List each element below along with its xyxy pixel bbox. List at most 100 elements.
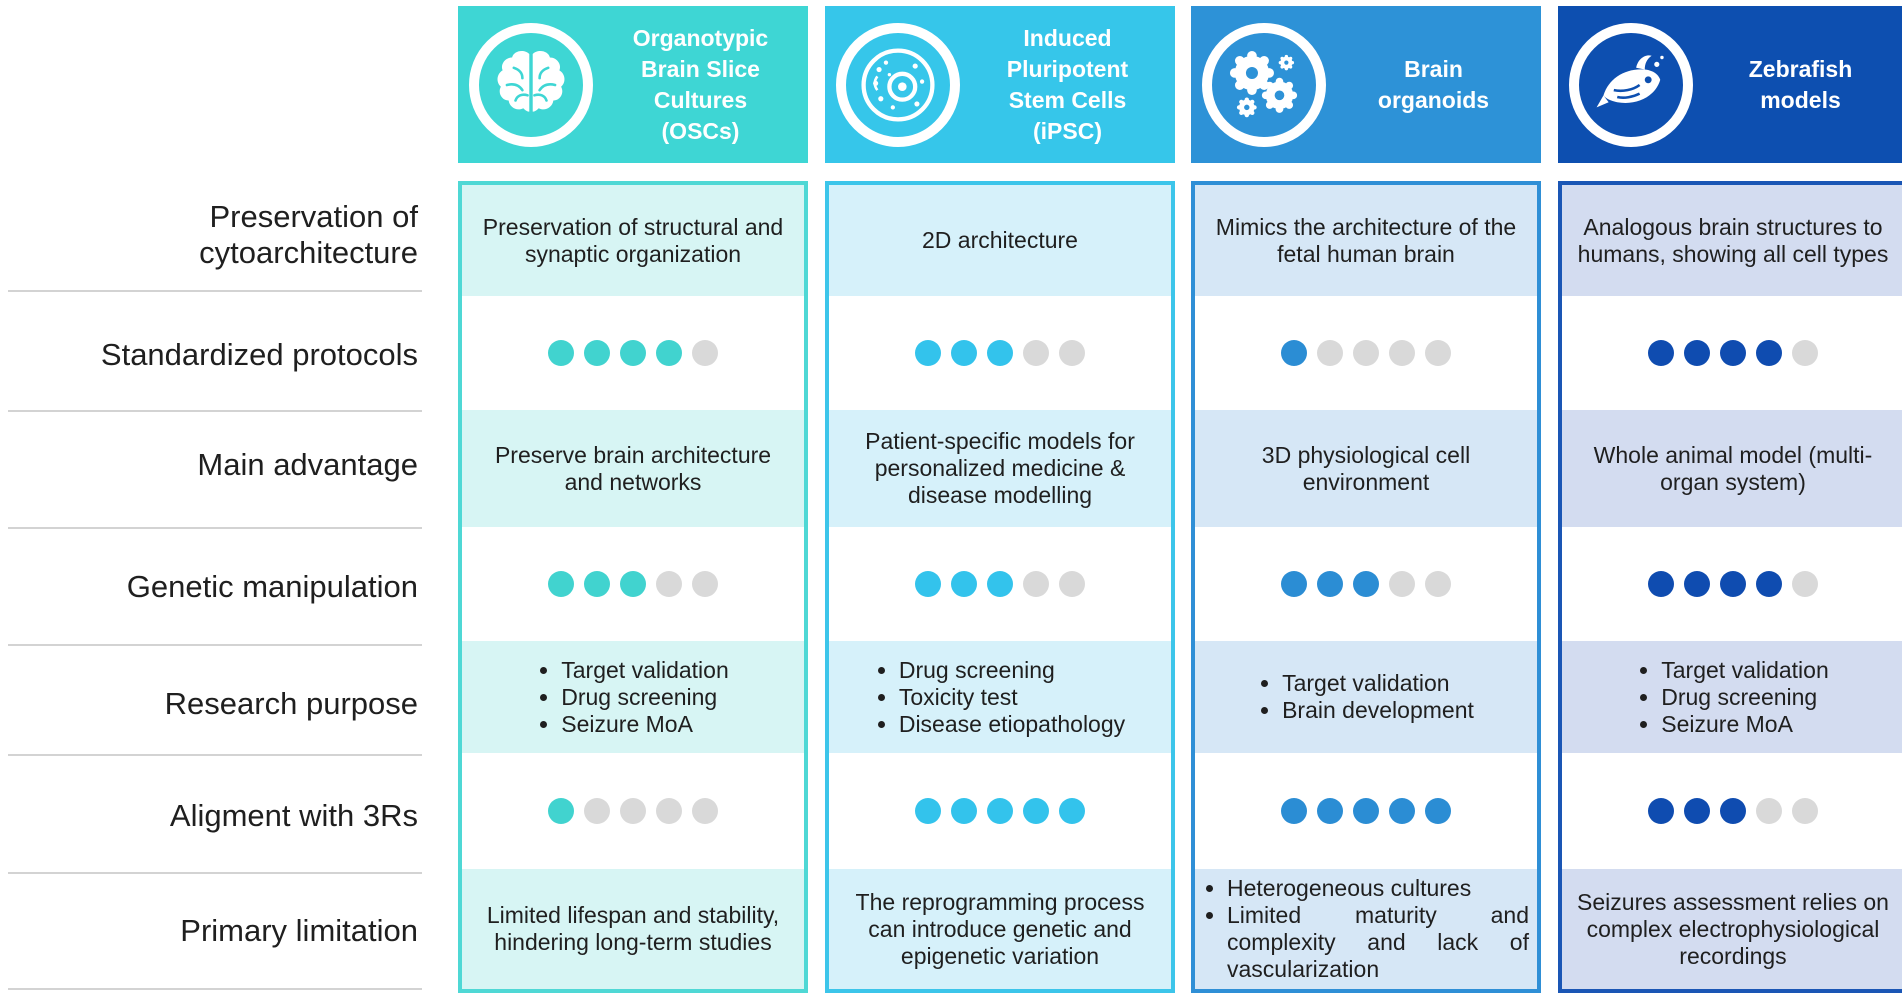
- rating-dot-filled: [1281, 571, 1307, 597]
- bullet-item: Disease etiopathology: [899, 711, 1125, 738]
- rating-dot-filled: [1353, 798, 1379, 824]
- cell-genetic-manipulation: [829, 527, 1171, 641]
- rating-dots: [1648, 798, 1818, 824]
- cell-primary-limitation: Heterogeneous culturesLimited maturity a…: [1195, 869, 1537, 989]
- column-header-1: Induced Pluripotent Stem Cells (iPSC): [825, 6, 1175, 163]
- row-label-text: Main advantage: [197, 447, 418, 482]
- bullet-item: Heterogeneous cultures: [1227, 875, 1529, 902]
- column-title: Brain organoids: [1377, 55, 1490, 113]
- rating-dot-empty: [1023, 340, 1049, 366]
- icon-circle: [469, 22, 593, 147]
- brain-icon: [497, 50, 565, 114]
- rating-dot-filled: [548, 571, 574, 597]
- rating-dot-filled: [548, 798, 574, 824]
- rating-dot-empty: [1059, 571, 1085, 597]
- cell-standardized-protocols: [1562, 296, 1902, 410]
- rating-dot-filled: [1720, 798, 1746, 824]
- rating-dot-filled: [1648, 798, 1674, 824]
- rating-dot-filled: [915, 571, 941, 597]
- row-label-text: Research purpose: [164, 686, 418, 721]
- bullet-list: Target validationDrug screeningSeizure M…: [537, 657, 729, 738]
- cell-text: Analogous brain structures to humans, sh…: [1577, 213, 1889, 267]
- row-divider: [8, 754, 422, 756]
- cell-cytoarchitecture: Preservation of structural and synaptic …: [462, 185, 804, 296]
- cell-text: Patient-specific models for personalized…: [865, 428, 1135, 508]
- rating-dot-empty: [656, 798, 682, 824]
- cell-text: 3D physiological cell environment: [1261, 441, 1471, 495]
- cell-cytoarchitecture: Mimics the architecture of the fetal hum…: [1195, 185, 1537, 296]
- cell-standardized-protocols: [1195, 296, 1537, 410]
- rating-dot-filled: [1425, 798, 1451, 824]
- organoids-icon: [1229, 50, 1298, 117]
- rating-dot-filled: [987, 798, 1013, 824]
- rating-dot-filled: [1648, 340, 1674, 366]
- rating-dot-empty: [1756, 798, 1782, 824]
- rating-dot-filled: [1353, 571, 1379, 597]
- rating-dot-filled: [987, 571, 1013, 597]
- bullet-item: Limited maturity and complexity and lack…: [1227, 902, 1529, 983]
- row-label-genetic-manipulation: Genetic manipulation: [0, 530, 420, 643]
- column-header-0: Organotypic Brain Slice Cultures (OSCs): [458, 6, 808, 163]
- rating-dots: [1281, 798, 1451, 824]
- cell-main-advantage: Preserve brain architecture and networks: [462, 410, 804, 527]
- row-divider: [8, 290, 422, 292]
- rating-dots: [915, 798, 1085, 824]
- rating-dot-empty: [1059, 340, 1085, 366]
- bullet-item: Toxicity test: [899, 684, 1125, 711]
- row-label-text: Aligment with 3Rs: [169, 798, 418, 833]
- bullet-item: Brain development: [1282, 697, 1474, 724]
- bullet-item: Target validation: [1282, 670, 1474, 697]
- bullet-item: Seizure MoA: [1661, 711, 1829, 738]
- bullet-list: Target validationDrug screeningSeizure M…: [1637, 657, 1829, 738]
- bullet-item: Drug screening: [1661, 684, 1829, 711]
- cell-text: Preservation of structural and synaptic …: [482, 213, 784, 267]
- rating-dots: [1648, 340, 1818, 366]
- rating-dot-filled: [1281, 340, 1307, 366]
- row-label-primary-limitation: Primary limitation: [0, 878, 420, 984]
- cell-text: Limited lifespan and stability, hinderin…: [486, 902, 780, 955]
- rating-dot-filled: [1720, 340, 1746, 366]
- column-title: Zebrafish models: [1748, 55, 1853, 113]
- rating-dot-filled: [1281, 798, 1307, 824]
- column-body-1: 2D architecture Patient-specific models …: [825, 181, 1175, 993]
- bullet-list: Target validationBrain development: [1258, 670, 1474, 724]
- rating-dot-empty: [1389, 340, 1415, 366]
- cell-main-advantage: Patient-specific models for personalized…: [829, 410, 1171, 527]
- rating-dot-filled: [915, 340, 941, 366]
- cell-icon: [861, 47, 935, 122]
- cell-standardized-protocols: [829, 296, 1171, 410]
- rating-dots: [1648, 571, 1818, 597]
- row-divider: [8, 527, 422, 529]
- cell-research-purpose: Target validationDrug screeningSeizure M…: [1562, 641, 1902, 753]
- rating-dot-filled: [951, 571, 977, 597]
- cell-text: Preserve brain architecture and networks: [494, 441, 772, 495]
- rating-dot-filled: [915, 798, 941, 824]
- cell-text: Whole animal model (multi-organ system): [1593, 441, 1873, 495]
- rating-dot-filled: [1389, 798, 1415, 824]
- rating-dot-empty: [692, 340, 718, 366]
- row-label-cytoarchitecture: Preservation of cytoarchitecture: [0, 190, 420, 280]
- cell-research-purpose: Drug screeningToxicity testDisease etiop…: [829, 641, 1171, 753]
- rating-dot-empty: [1353, 340, 1379, 366]
- bullet-item: Seizure MoA: [561, 711, 729, 738]
- rating-dot-empty: [584, 798, 610, 824]
- rating-dot-filled: [951, 340, 977, 366]
- rating-dot-filled: [1317, 798, 1343, 824]
- column-title: Induced Pluripotent Stem Cells (iPSC): [1006, 24, 1129, 144]
- rating-dots: [548, 571, 718, 597]
- row-label-3rs: Aligment with 3Rs: [0, 760, 420, 872]
- rating-dot-filled: [1684, 571, 1710, 597]
- cell-main-advantage: 3D physiological cell environment: [1195, 410, 1537, 527]
- cell-alignment-3rs: [462, 753, 804, 869]
- rating-dot-empty: [692, 571, 718, 597]
- bullet-item: Target validation: [1661, 657, 1829, 684]
- cell-genetic-manipulation: [462, 527, 804, 641]
- cell-cytoarchitecture: Analogous brain structures to humans, sh…: [1562, 185, 1902, 296]
- bullet-list: Heterogeneous culturesLimited maturity a…: [1203, 875, 1529, 983]
- row-divider: [8, 644, 422, 646]
- rating-dot-filled: [1023, 798, 1049, 824]
- bullet-item: Drug screening: [561, 684, 729, 711]
- rating-dot-filled: [1756, 571, 1782, 597]
- row-label-text: Genetic manipulation: [126, 568, 418, 604]
- icon-circle: [836, 22, 960, 147]
